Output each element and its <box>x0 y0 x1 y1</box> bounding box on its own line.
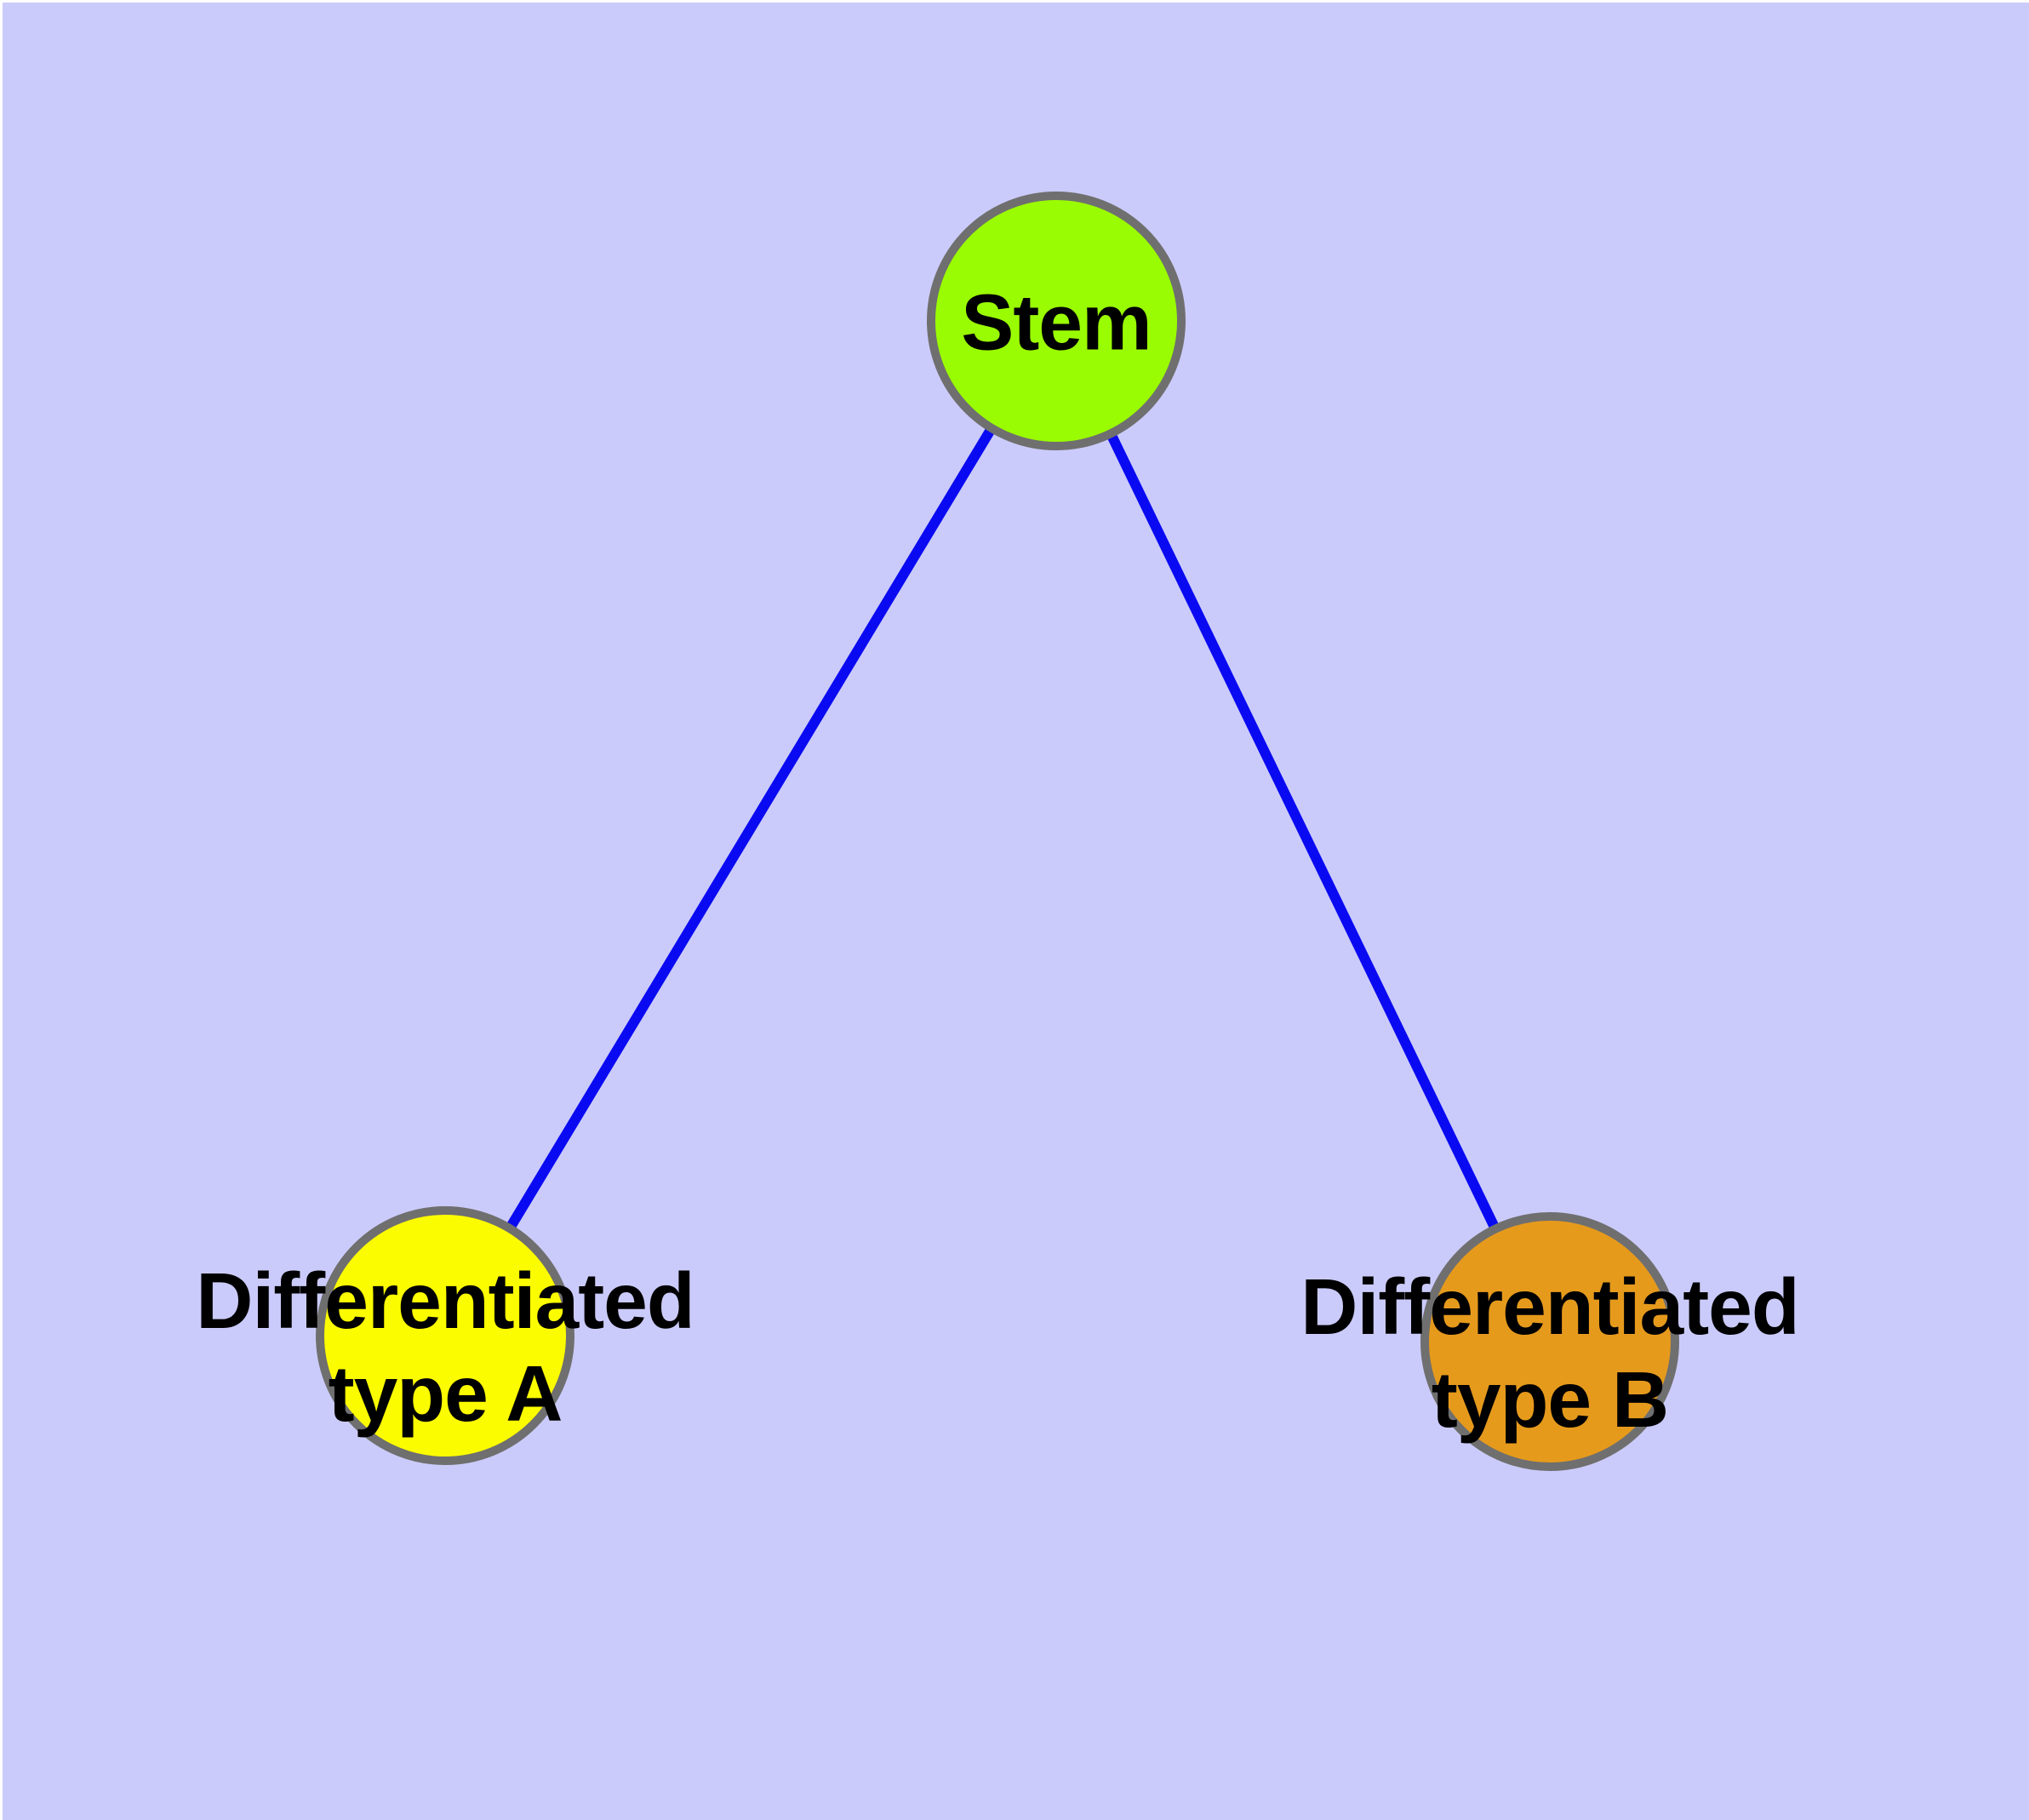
graph-svg <box>316 192 1679 1471</box>
node-stem <box>927 192 1186 450</box>
node-type-b <box>1420 1212 1679 1471</box>
edge-stem-type-b <box>1051 318 1555 1344</box>
edge-stem-type-a <box>440 318 1061 1339</box>
node-type-a <box>316 1206 574 1465</box>
